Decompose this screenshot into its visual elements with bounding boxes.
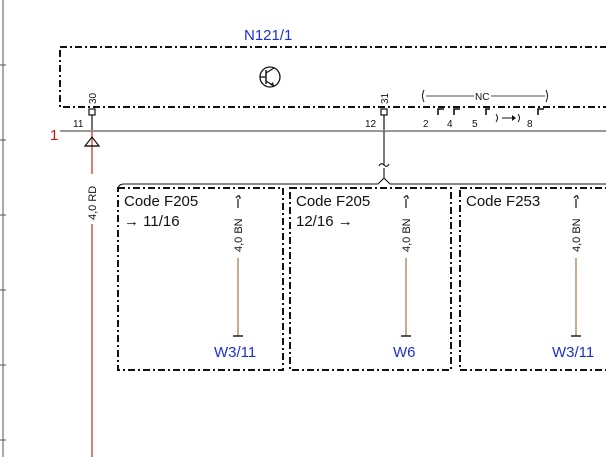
- connector-label: W3/11: [552, 344, 594, 361]
- component-box: [59, 46, 606, 108]
- reference-number: 1: [50, 127, 58, 144]
- connector-label: W3/11: [214, 344, 256, 361]
- pin-30: 30: [88, 92, 99, 130]
- ground-wire-31: [117, 131, 606, 191]
- code-box-2: Code F205 12/16 → 4,0 BN W6: [289, 187, 452, 371]
- pin-31-label: 31: [380, 92, 391, 104]
- pin-number: 4: [447, 119, 453, 130]
- code-box-1: Code F205 → 11/16 4,0 BN W3/11: [117, 187, 284, 371]
- wire-label: 4,0 BN: [233, 218, 245, 252]
- nc-group: NC: [422, 89, 548, 123]
- red-wire: 4,0 RD: [83, 131, 101, 457]
- page-reference: → 11/16: [124, 213, 180, 230]
- pin-30-label: 30: [88, 92, 99, 104]
- red-wire-label: 4,0 RD: [87, 186, 99, 220]
- pin-number: 12: [365, 119, 377, 130]
- pin-number: 11: [73, 119, 84, 130]
- code-label: Code F205: [124, 193, 198, 210]
- nc-label: NC: [475, 92, 489, 103]
- wire-label: 4,0 BN: [401, 218, 413, 252]
- pin-number: 2: [423, 119, 429, 130]
- pin-number-row: 11 12 2 4 5 8: [73, 119, 533, 130]
- code-label: Code F253: [466, 193, 540, 210]
- connector-label: W6: [393, 344, 416, 361]
- code-box-3: Code F253 4,0 BN W3/11: [459, 187, 606, 371]
- page-reference: 12/16 →: [296, 213, 353, 230]
- pin-number: 8: [527, 119, 533, 130]
- pin-31: 31: [380, 92, 391, 130]
- wire-label: 4,0 BN: [571, 218, 583, 252]
- code-label: Code F205: [296, 193, 370, 210]
- pin-number: 5: [472, 119, 478, 130]
- transistor-icon: [259, 66, 281, 88]
- left-margin-rule: [0, 0, 6, 457]
- component-id: N121/1: [244, 27, 292, 44]
